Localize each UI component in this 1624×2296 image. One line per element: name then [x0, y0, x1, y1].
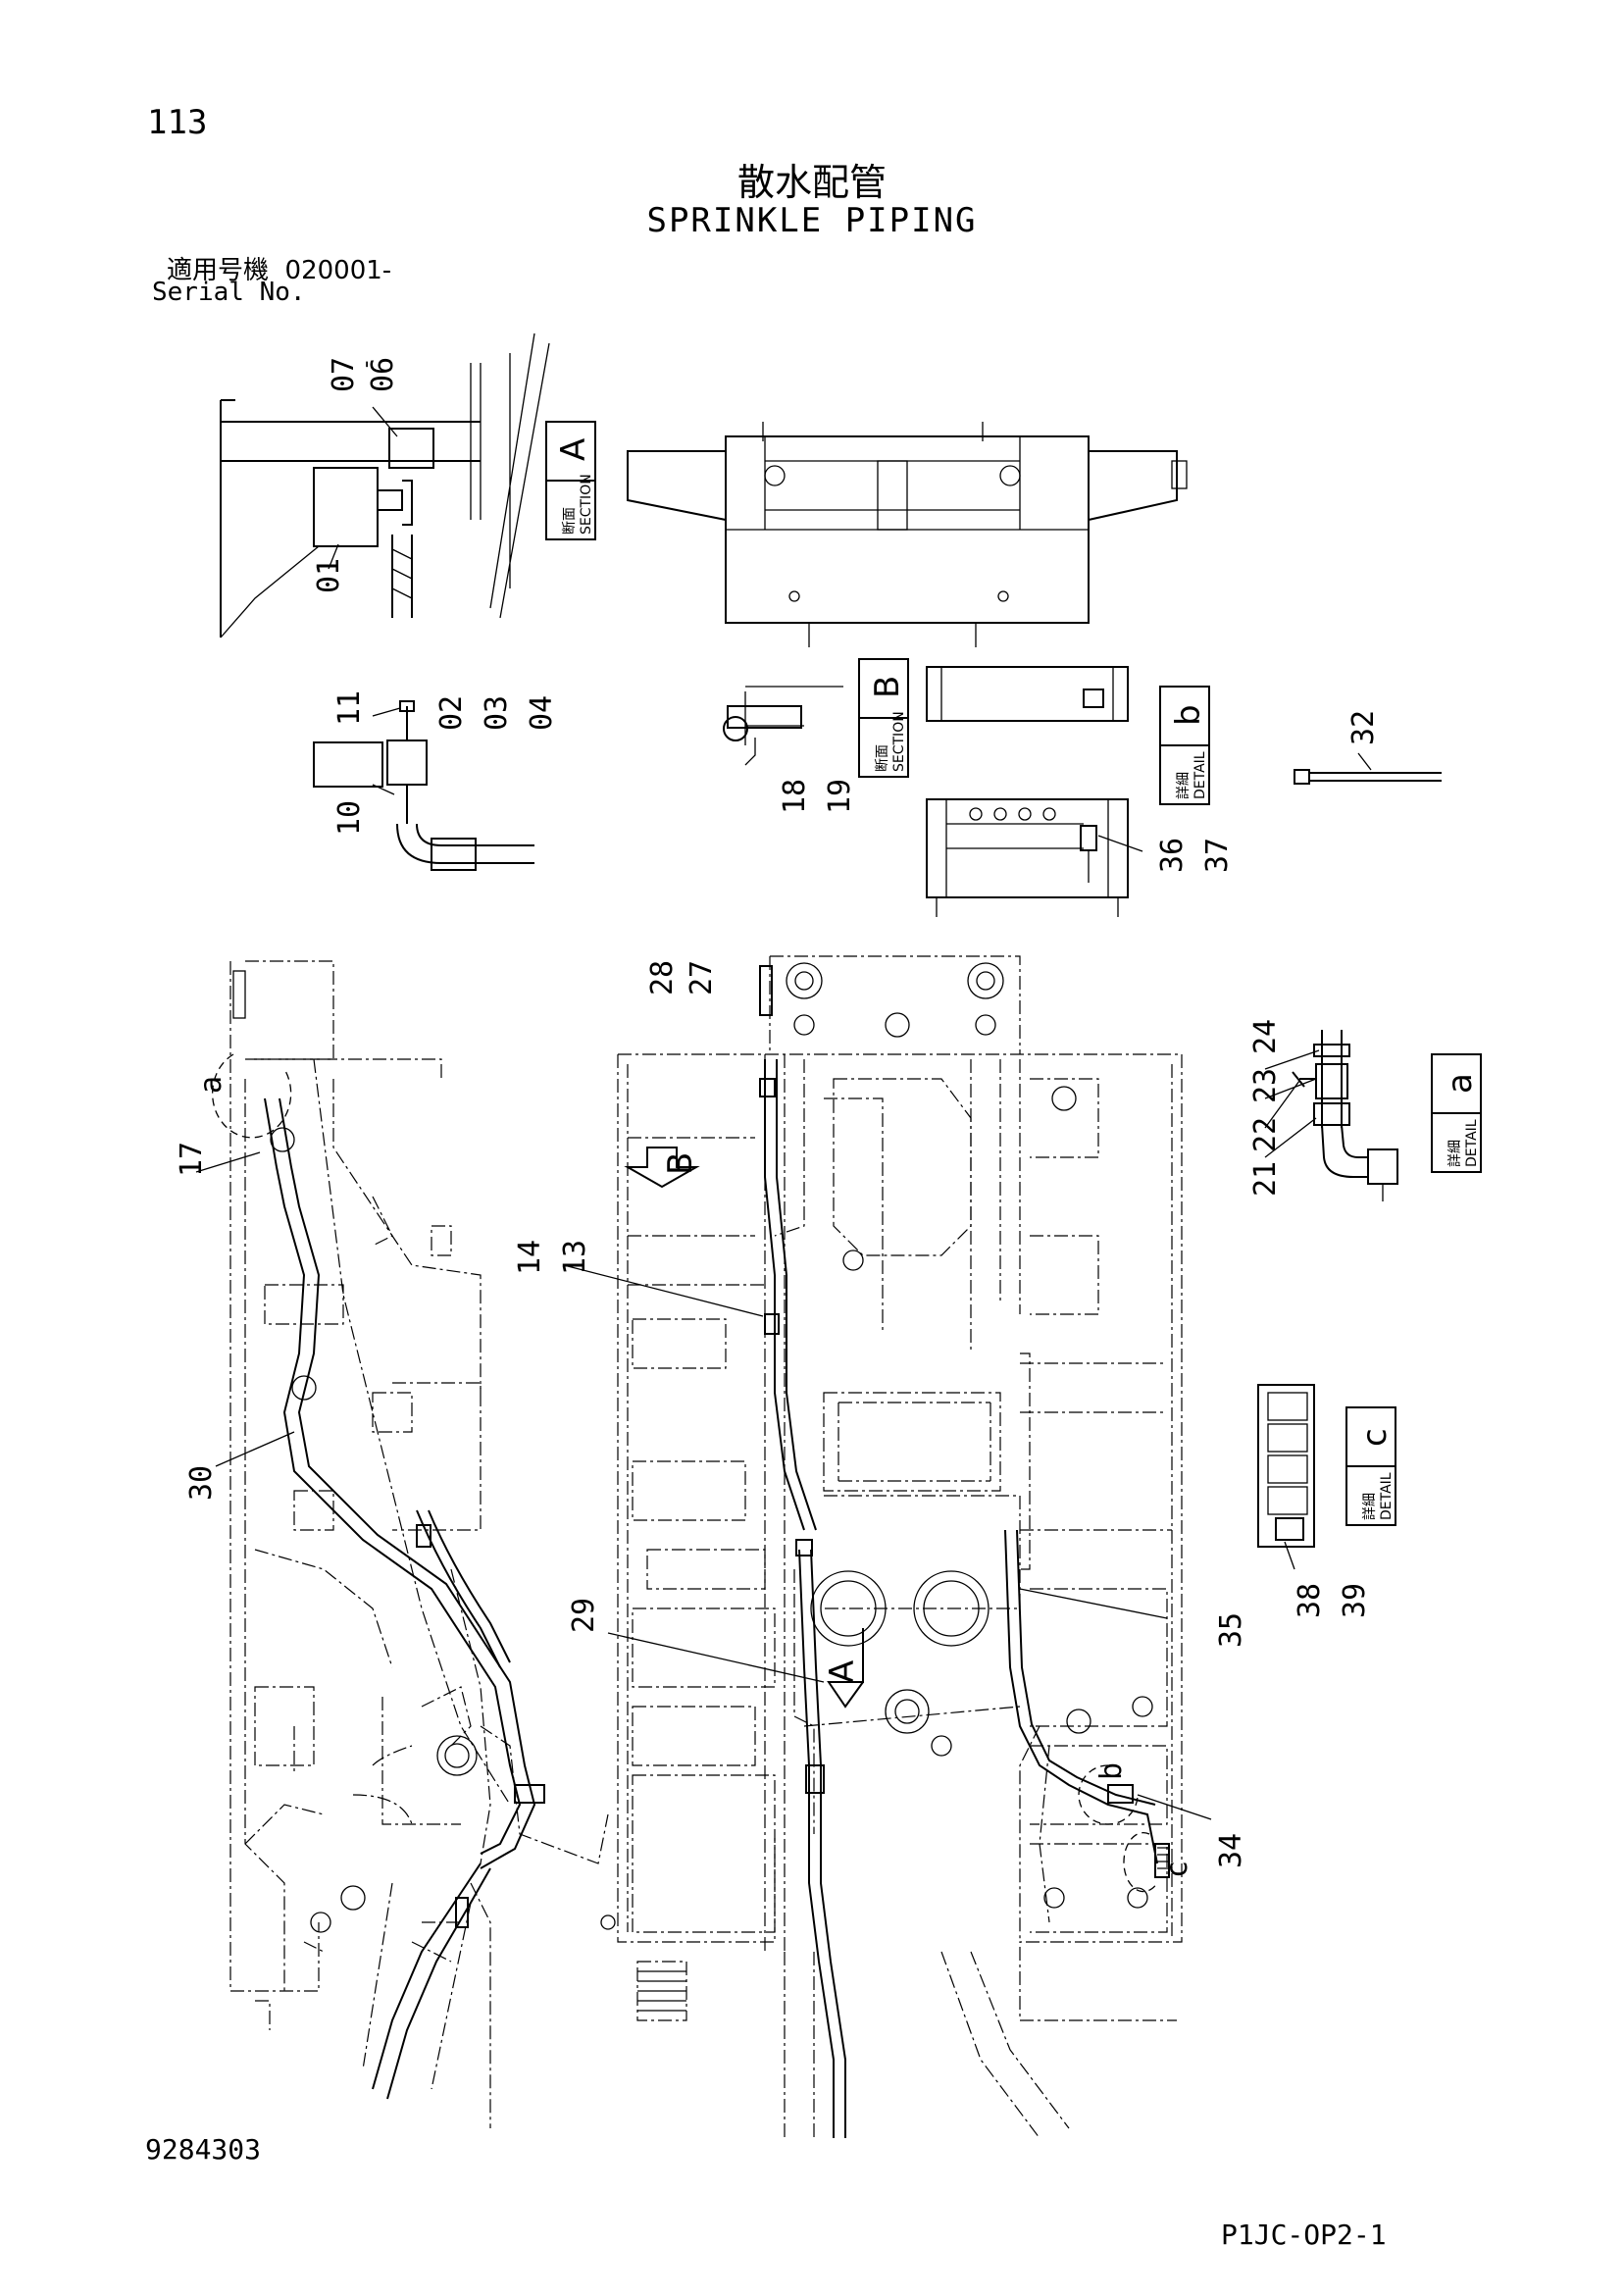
- callout-35: 35: [1214, 1612, 1248, 1648]
- callout-30: 30: [184, 1465, 219, 1501]
- detail-b-view: [926, 666, 1143, 917]
- serial-range: 020001-: [284, 256, 392, 285]
- detail-a-view: [1264, 1030, 1398, 1201]
- callout-01: 01: [312, 558, 346, 593]
- detail-c-jp: 詳細: [1362, 1493, 1378, 1520]
- section-a-label: A 断面 SECTION: [545, 421, 596, 540]
- callout-37: 37: [1200, 838, 1235, 873]
- section-a-jp: 断面: [562, 507, 578, 535]
- callout-19: 19: [823, 779, 857, 814]
- callout-10: 10: [332, 800, 367, 836]
- detail-c-en: DETAIL: [1379, 1472, 1395, 1520]
- callout-36: 36: [1155, 838, 1190, 873]
- callout-32: 32: [1346, 710, 1381, 745]
- callout-29: 29: [567, 1598, 601, 1633]
- serial-label: Serial No.: [152, 278, 306, 307]
- page-number: 113: [147, 103, 208, 142]
- section-a-letter: A: [554, 438, 593, 461]
- section-b-en: SECTION: [891, 711, 907, 772]
- callout-27: 27: [685, 960, 719, 995]
- callout-06: 06: [366, 357, 400, 392]
- plan-view-frame: [563, 955, 1212, 2139]
- detail-c-view: [1257, 1384, 1315, 1570]
- view-arrow-b-letter: B: [661, 1152, 700, 1175]
- callout-03: 03: [480, 695, 514, 731]
- section-a-detail-view: [220, 332, 550, 638]
- callout-17: 17: [175, 1142, 209, 1177]
- marker-c-plan: c: [1160, 1861, 1194, 1878]
- callout-39: 39: [1338, 1583, 1372, 1618]
- detail-b-jp: 詳細: [1176, 772, 1192, 799]
- detail-c-label: c 詳細 DETAIL: [1345, 1406, 1396, 1526]
- callout-34: 34: [1214, 1833, 1248, 1868]
- callout-22: 22: [1248, 1117, 1283, 1152]
- page-title: SPRINKLE PIPING: [646, 201, 978, 240]
- callout-24: 24: [1248, 1019, 1283, 1054]
- page-title-jp: 散水配管: [736, 161, 887, 204]
- serial-applicability: 適用号機 020001-: [167, 250, 391, 286]
- page-code: P1JC-OP2-1: [1221, 2219, 1387, 2251]
- callout-18: 18: [778, 779, 812, 814]
- callout-13: 13: [558, 1240, 592, 1275]
- detail-c-letter: c: [1355, 1428, 1395, 1447]
- callout-04: 04: [525, 695, 559, 731]
- cable-tie-part: [1294, 752, 1442, 785]
- callout-11: 11: [332, 690, 367, 726]
- side-view-frame: [195, 960, 616, 2128]
- detail-b-letter: b: [1169, 704, 1208, 726]
- section-b-detail-view: [723, 686, 843, 766]
- document-number: 9284303: [145, 2133, 262, 2166]
- callout-23: 23: [1248, 1068, 1283, 1103]
- detail-a-jp: 詳細: [1447, 1140, 1463, 1167]
- marker-b-plan: b: [1094, 1762, 1129, 1780]
- tank-top-view: [627, 422, 1188, 647]
- view-arrow-a-letter: A: [823, 1660, 862, 1683]
- detail-a-en: DETAIL: [1464, 1119, 1480, 1167]
- section-b-jp: 断面: [875, 744, 890, 772]
- detail-a-label: a 詳細 DETAIL: [1431, 1053, 1482, 1173]
- svg-text:-: -: [354, 358, 379, 371]
- valve-assembly-view: [313, 700, 534, 871]
- callout-28: 28: [645, 960, 680, 995]
- detail-b-label: b 詳細 DETAIL: [1159, 686, 1210, 805]
- section-b-label: B 断面 SECTION: [858, 658, 909, 778]
- callout-21: 21: [1248, 1161, 1283, 1197]
- marker-a-side: a: [194, 1076, 228, 1094]
- callout-14: 14: [513, 1240, 547, 1275]
- detail-a-letter: a: [1441, 1073, 1480, 1094]
- callout-38: 38: [1293, 1583, 1327, 1618]
- section-a-en: SECTION: [579, 474, 594, 535]
- section-b-letter: B: [868, 676, 907, 698]
- callout-07: 07: [327, 357, 361, 392]
- callout-02: 02: [434, 695, 469, 731]
- detail-b-en: DETAIL: [1193, 751, 1208, 799]
- serial-label-jp: 適用号機: [167, 256, 270, 285]
